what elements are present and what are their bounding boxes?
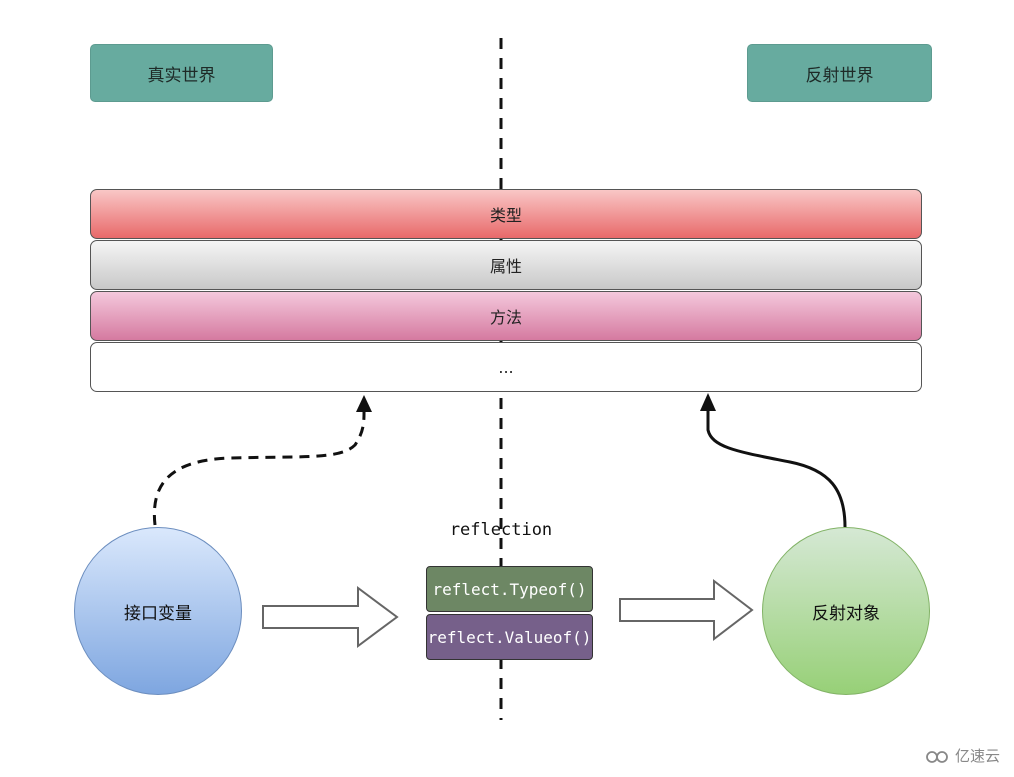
band-method: 方法 <box>90 291 922 341</box>
watermark: 亿速云 <box>925 745 1000 766</box>
band-attribute: 属性 <box>90 240 922 290</box>
real-world-label: 真实世界 <box>90 44 273 102</box>
dashed-arrow-path <box>152 404 366 526</box>
band-type: 类型 <box>90 189 922 239</box>
valueof-function-box: reflect.Valueof() <box>426 614 593 660</box>
reflect-world-label: 反射世界 <box>747 44 932 102</box>
typeof-function-box: reflect.Typeof() <box>426 566 593 612</box>
cloud-logo-icon <box>926 750 948 763</box>
reflection-label: reflection <box>449 520 553 540</box>
solid-arrow-head <box>700 393 716 411</box>
band-more: ... <box>90 342 922 392</box>
watermark-text: 亿速云 <box>955 747 1001 765</box>
reflection-object-node: 反射对象 <box>762 527 930 695</box>
interface-variable-node: 接口变量 <box>74 527 242 695</box>
dashed-arrow-head <box>356 395 372 412</box>
block-arrow-right <box>619 578 754 642</box>
solid-arrow-path <box>706 405 847 528</box>
block-arrow-left <box>262 586 399 648</box>
